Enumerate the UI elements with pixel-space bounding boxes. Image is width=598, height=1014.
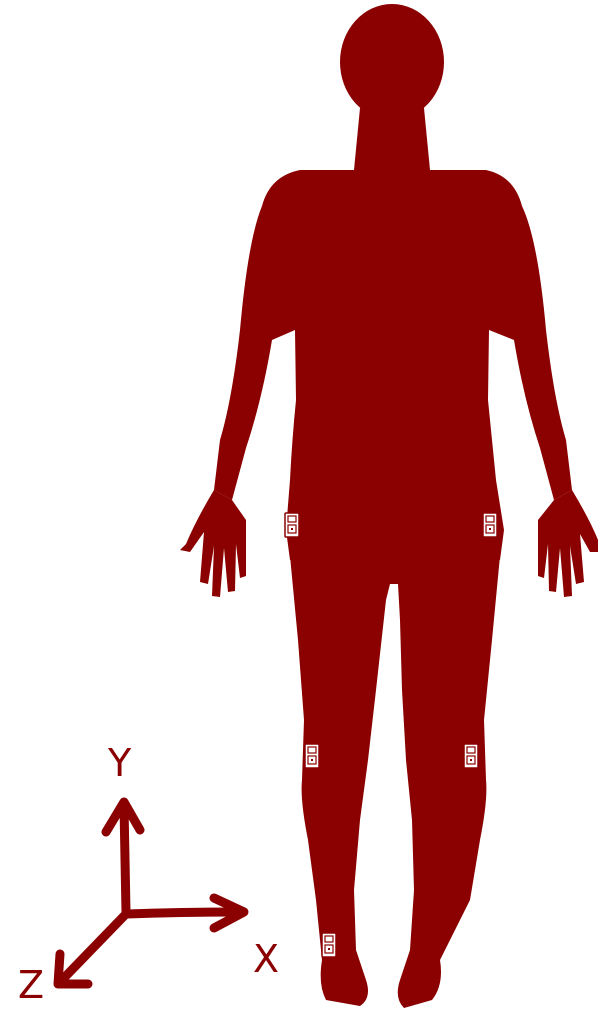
y-axis-arrow <box>124 806 126 912</box>
leg-right <box>290 556 400 1006</box>
neck <box>354 108 430 170</box>
sensor-right-knee <box>305 744 319 768</box>
z-axis-label: Z <box>18 966 44 1004</box>
hand-left <box>538 490 598 597</box>
sensor-right-hip <box>285 513 299 537</box>
leg-left <box>390 556 500 1008</box>
z-axis-arrow <box>62 916 124 980</box>
human-silhouette <box>180 4 598 1008</box>
head <box>340 4 444 120</box>
y-axis-label: Y <box>108 744 131 782</box>
x-axis-label: X <box>253 940 279 978</box>
torso <box>256 170 526 560</box>
hand-right <box>180 490 246 597</box>
sensor-left-hip <box>483 513 497 537</box>
sensor-left-knee <box>464 744 478 768</box>
coordinate-axes <box>58 802 244 984</box>
x-axis-arrow <box>126 912 240 914</box>
sensor-right-ankle <box>322 933 336 957</box>
